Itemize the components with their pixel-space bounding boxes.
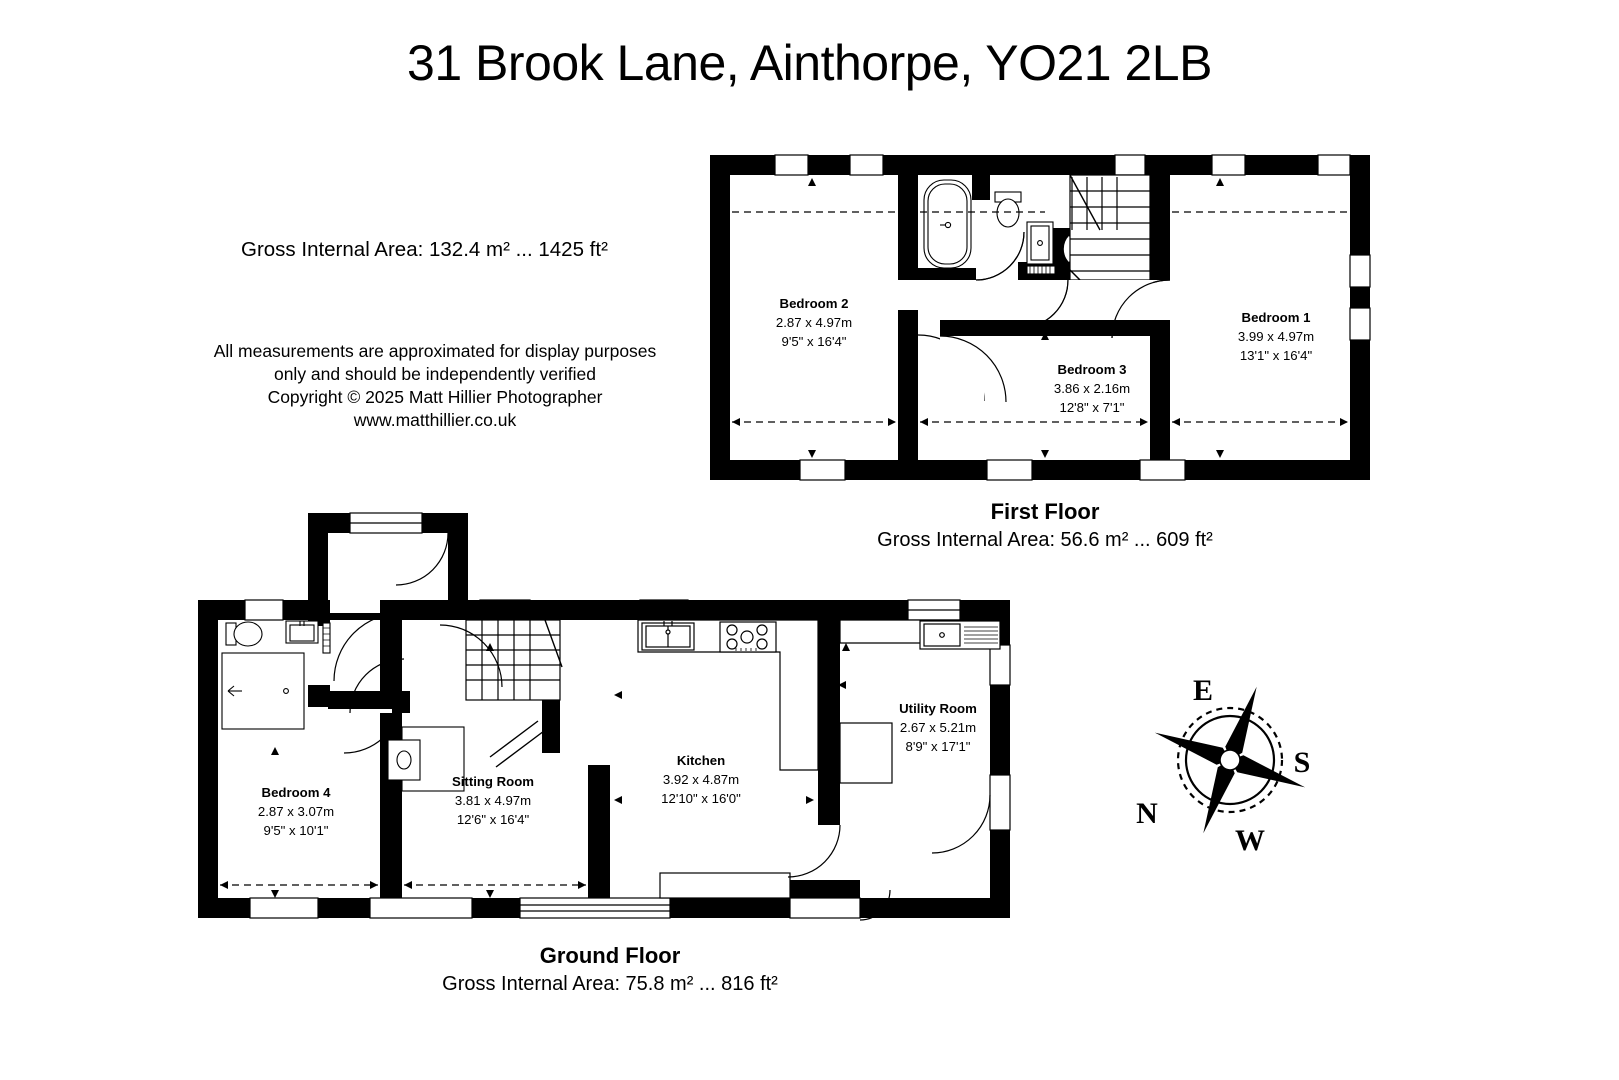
window-openings-ground-bottom xyxy=(249,897,861,919)
dimension-lines xyxy=(732,211,1348,423)
room-metric: 3.99 x 4.97m xyxy=(1238,329,1314,344)
room-metric: 3.81 x 4.97m xyxy=(455,793,531,808)
first-floor-name: First Floor xyxy=(990,499,1100,524)
porch-window xyxy=(349,512,423,534)
compass-label-right: S xyxy=(1294,746,1311,779)
compass-rose: E S W N xyxy=(1136,674,1311,857)
disclaimer-block: All measurements are approximated for di… xyxy=(200,340,670,432)
room-label-kitchen: Kitchen 3.92 x 4.87m 12'10" x 16'0" xyxy=(661,753,741,806)
utility-door-swing xyxy=(787,824,841,878)
dimension-arrows xyxy=(732,178,1348,458)
sitting-room-door-swing xyxy=(439,624,503,688)
window-openings-top xyxy=(774,154,1351,176)
compass-inner-circle xyxy=(1184,714,1276,806)
staircase-icon xyxy=(465,619,563,701)
sliding-door-icon xyxy=(489,720,545,768)
disclaimer-line-4: www.matthillier.co.uk xyxy=(353,410,517,430)
disclaimer-line-2: only and should be independently verifie… xyxy=(273,364,597,384)
compass-star xyxy=(1154,686,1306,834)
window-openings-ground-right xyxy=(989,644,1011,831)
room-name: Bedroom 1 xyxy=(1242,310,1311,325)
room-metric: 3.86 x 2.16m xyxy=(1054,381,1130,396)
porch-door-swing xyxy=(395,532,449,586)
compass-label-left: N xyxy=(1136,797,1158,830)
ground-floor-caption: Ground Floor Gross Internal Area: 75.8 m… xyxy=(400,942,820,998)
compass-label-bottom: W xyxy=(1235,824,1265,857)
room-name: Kitchen xyxy=(677,753,725,768)
room-name: Bedroom 2 xyxy=(780,296,849,311)
room-label-utility-room: Utility Room 2.67 x 5.21m 8'9" x 17'1" xyxy=(899,701,977,754)
room-metric: 2.67 x 5.21m xyxy=(900,720,976,735)
room-metric: 2.87 x 4.97m xyxy=(776,315,852,330)
internal-walls xyxy=(898,175,1170,460)
room-label-bedroom-1: Bedroom 1 3.99 x 4.97m 13'1" x 16'4" xyxy=(1238,310,1314,363)
utility-units xyxy=(839,619,1001,784)
ground-floor-plan: Bedroom 4 2.87 x 3.07m 9'5" x 10'1" Sitt… xyxy=(198,512,1011,921)
gross-internal-area-total: Gross Internal Area: 132.4 m² ... 1425 f… xyxy=(241,238,608,261)
room-imperial: 12'8" x 7'1" xyxy=(1060,400,1125,415)
ground-floor-name: Ground Floor xyxy=(539,943,681,968)
page-title: 31 Brook Lane, Ainthorpe, YO21 2LB xyxy=(407,35,1212,91)
room-name: Bedroom 3 xyxy=(1058,362,1127,377)
room-metric: 3.92 x 4.87m xyxy=(663,772,739,787)
staircase-icon xyxy=(1069,174,1151,281)
room-label-bedroom-4: Bedroom 4 2.87 x 3.07m 9'5" x 10'1" xyxy=(258,785,334,838)
room-label-bedroom-3: Bedroom 3 3.86 x 2.16m 12'8" x 7'1" xyxy=(1054,362,1130,415)
window-openings-bottom xyxy=(799,459,1186,481)
compass-label-top: E xyxy=(1193,674,1213,707)
hall-door-swing xyxy=(333,612,403,682)
disclaimer-line-1: All measurements are approximated for di… xyxy=(213,341,657,361)
ground-floor-area: Gross Internal Area: 75.8 m² ... 816 ft² xyxy=(442,973,778,995)
disclaimer-line-3: Copyright © 2025 Matt Hillier Photograph… xyxy=(267,387,603,407)
door-swings-2 xyxy=(939,231,1171,403)
room-imperial: 9'5" x 10'1" xyxy=(264,823,329,838)
room-imperial: 13'1" x 16'4" xyxy=(1240,348,1313,363)
fireplace-icon xyxy=(387,726,465,792)
shower-room-door-swing xyxy=(349,658,405,714)
first-floor-area: Gross Internal Area: 56.6 m² ... 609 ft² xyxy=(877,529,1213,551)
room-imperial: 8'9" x 17'1" xyxy=(906,739,971,754)
room-name: Sitting Room xyxy=(452,774,534,789)
room-metric: 2.87 x 3.07m xyxy=(258,804,334,819)
first-floor-plan: Bedroom 2 2.87 x 4.97m 9'5" x 16'4" Bedr… xyxy=(710,154,1371,481)
bathroom-fixtures xyxy=(923,179,1056,275)
ground-internal-walls xyxy=(308,600,860,898)
room-label-sitting-room: Sitting Room 3.81 x 4.97m 12'6" x 16'4" xyxy=(452,774,534,827)
bedroom4-door-swing xyxy=(343,694,403,754)
room-imperial: 12'6" x 16'4" xyxy=(457,812,530,827)
room-label-bedroom-2: Bedroom 2 2.87 x 4.97m 9'5" x 16'4" xyxy=(776,296,852,349)
room-name: Bedroom 4 xyxy=(262,785,332,800)
compass-outer-circle xyxy=(1176,706,1284,814)
landing-openings xyxy=(918,280,1153,402)
utility-external-door-swing xyxy=(859,889,891,921)
room-name: Utility Room xyxy=(899,701,977,716)
ground-dimension-arrows xyxy=(220,643,850,898)
kitchen-units xyxy=(637,619,819,899)
shower-room-fixtures xyxy=(221,620,331,730)
room-imperial: 12'10" x 16'0" xyxy=(661,791,741,806)
window-openings-right xyxy=(1349,254,1371,341)
utility-rear-door-swing xyxy=(931,794,991,854)
first-floor-caption: First Floor Gross Internal Area: 56.6 m²… xyxy=(840,498,1250,554)
room-imperial: 9'5" x 16'4" xyxy=(782,334,847,349)
ground-door-swings xyxy=(333,532,991,921)
